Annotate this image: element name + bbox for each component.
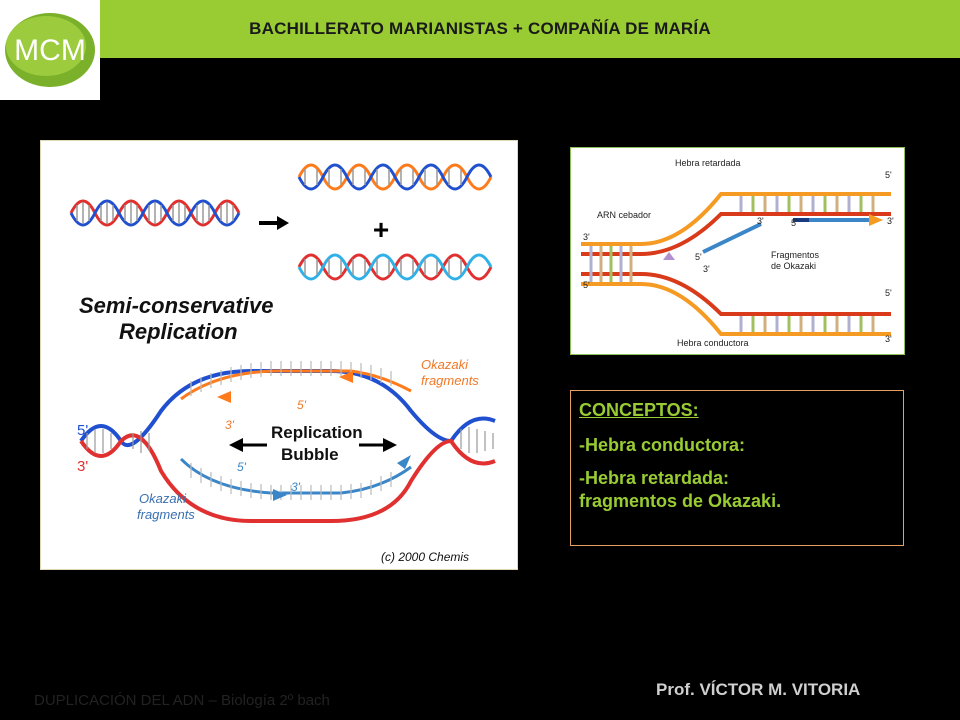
prime-5-bottom: 5': [885, 288, 892, 298]
inner-top-3: 3': [225, 418, 235, 432]
leading-strand-label: Hebra conductora: [677, 338, 749, 348]
prime-5-inner: 5': [695, 252, 702, 262]
bubble-label-line2: Bubble: [281, 445, 339, 464]
prime-5-left-bottom: 5': [583, 280, 590, 290]
semiconservative-heading-line2: Replication: [119, 319, 238, 344]
fragments-label-line1: Fragmentos: [771, 250, 820, 260]
replication-bubble: [79, 361, 496, 523]
plus-sign: +: [373, 214, 389, 245]
label-three-prime: 3': [77, 458, 88, 475]
header-title: BACHILLERATO MARIANISTAS + COMPAÑÍA DE M…: [249, 19, 711, 38]
daughter-helix-bottom: [297, 253, 493, 281]
okazaki-top-line2: fragments: [421, 373, 479, 388]
prime-3-mid: 3': [757, 216, 764, 226]
concept-lagging-strand: -Hebra retardada:: [579, 468, 730, 488]
label-five-prime: 5': [77, 422, 88, 439]
okazaki-bottom-line2: fragments: [137, 507, 195, 522]
fragments-label-line2: de Okazaki: [771, 261, 816, 271]
figure-replication-fork: Hebra retardada ARN cebador Fragmentos d…: [570, 147, 905, 355]
prime-3-right: 3': [887, 216, 894, 226]
footer-course: DUPLICACIÓN DEL ADN – Biología 2º bach: [34, 692, 330, 709]
prime-3-inner: 3': [703, 264, 710, 274]
prime-5-top: 5': [885, 170, 892, 180]
prime-3-bottom: 3': [885, 334, 892, 344]
logo-text: MCM: [14, 34, 86, 67]
concept-leading-strand: -Hebra conductora:: [579, 435, 746, 455]
bubble-label-line1: Replication: [271, 423, 363, 442]
logo: MCM: [0, 0, 100, 100]
arrow-right-icon: [259, 216, 289, 230]
prime-5-mid: 5': [791, 218, 798, 228]
parent-helix: [69, 199, 241, 227]
concepts-heading: CONCEPTOS:: [579, 400, 699, 420]
concepts-box: CONCEPTOS: -Hebra conductora: -Hebra ret…: [570, 390, 904, 546]
mcm-logo-icon: MCM: [5, 13, 95, 87]
primer-label: ARN cebador: [597, 210, 651, 220]
header-bar: [100, 0, 960, 58]
okazaki-top-line1: Okazaki: [421, 357, 469, 372]
inner-bottom-3: 3': [291, 480, 301, 494]
concept-okazaki-fragments: fragmentos de Okazaki.: [579, 491, 782, 511]
semiconservative-heading-line1: Semi-conservative: [79, 293, 273, 318]
author-credit: Prof. VÍCTOR M. VITORIA: [656, 680, 861, 699]
replication-diagram: + Semi-conservative Replication: [69, 163, 496, 564]
figure-semiconservative-replication: + Semi-conservative Replication: [40, 140, 518, 570]
inner-top-5: 5': [297, 398, 307, 412]
okazaki-bottom-line1: Okazaki: [139, 491, 187, 506]
replication-fork-diagram: Hebra retardada ARN cebador Fragmentos d…: [581, 158, 894, 348]
lagging-strand-label: Hebra retardada: [675, 158, 741, 168]
figure-credit: (c) 2000 Chemis: [381, 550, 469, 564]
inner-bottom-5: 5': [237, 460, 247, 474]
prime-3-left-top: 3': [583, 232, 590, 242]
daughter-helix-top: [297, 163, 493, 191]
